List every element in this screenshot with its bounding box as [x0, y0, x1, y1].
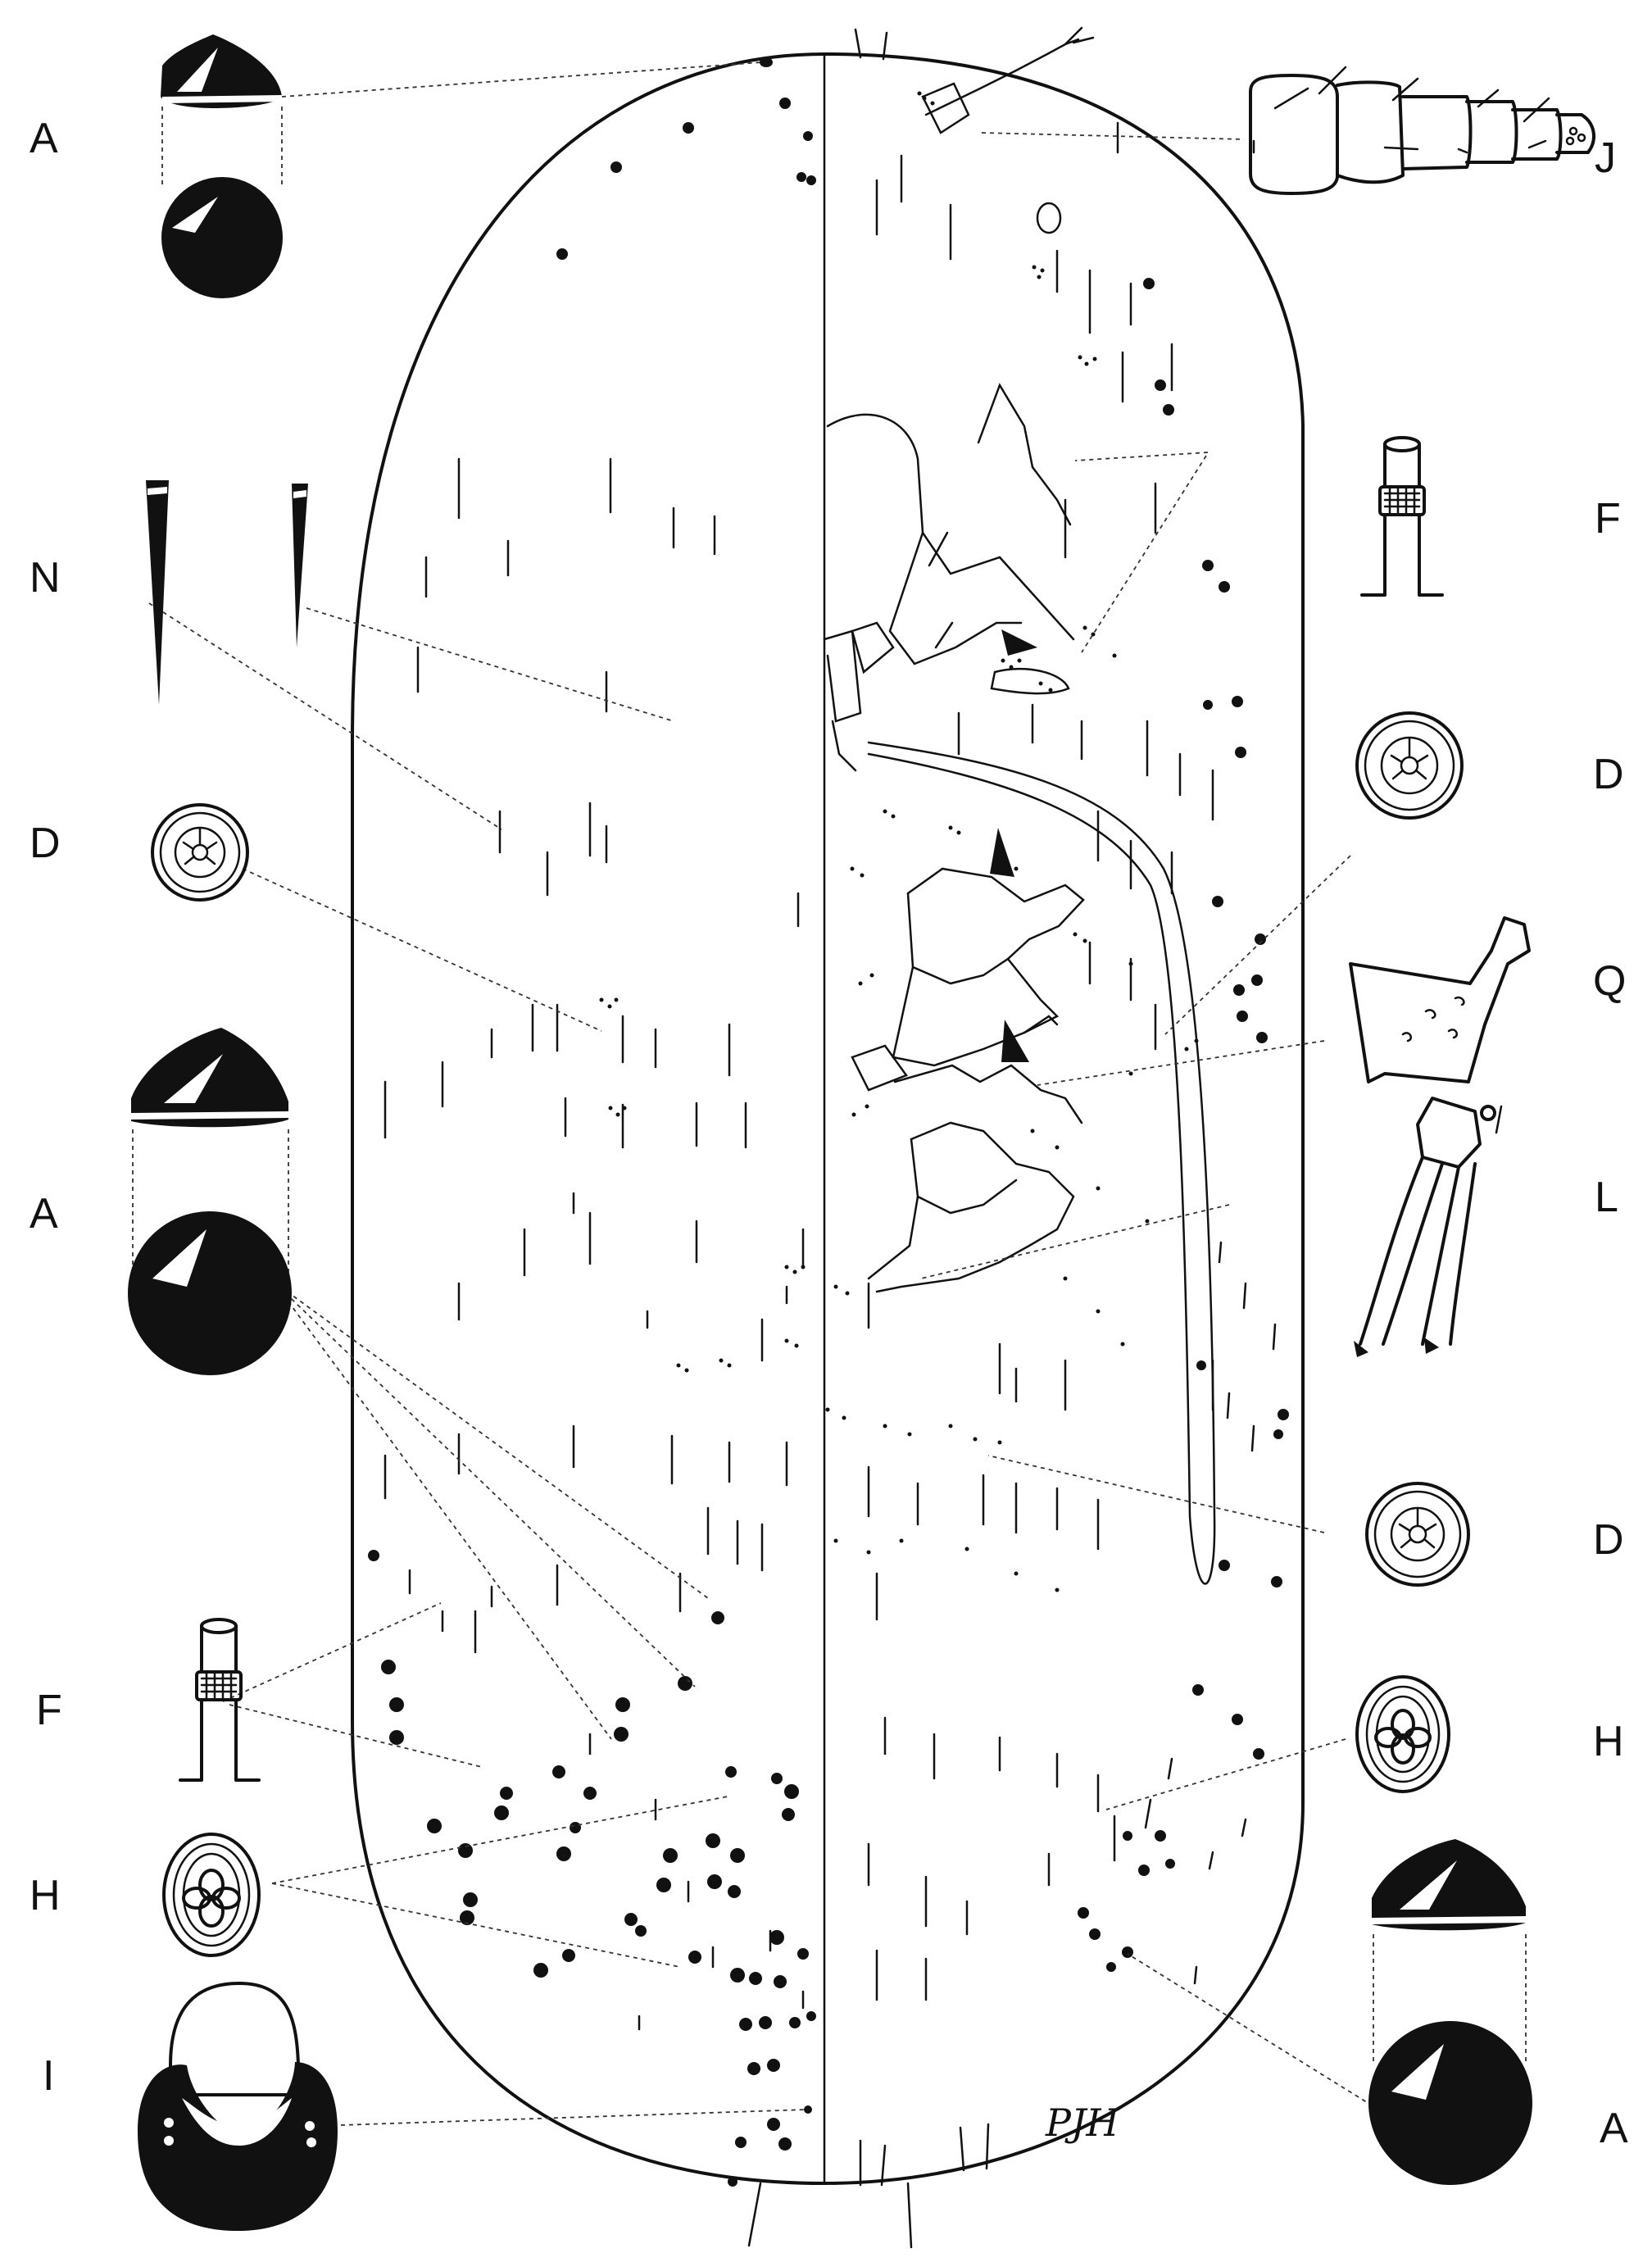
detail-a-middle-left [128, 1028, 292, 1375]
detail-a-bottom-right [1368, 1839, 1532, 2185]
detail-i-anal-ring [138, 1982, 338, 2231]
panel-labels: A N D A F H I J F D Q L D H A PJH [30, 115, 1628, 2152]
detail-d-right-upper [1355, 711, 1464, 820]
label-d-left: D [30, 820, 61, 867]
leader-lines [148, 61, 1387, 2127]
detail-j-antenna [1249, 66, 1595, 195]
label-q: Q [1593, 957, 1626, 1005]
detail-d-left [151, 803, 249, 902]
detail-f-left [179, 1618, 261, 1782]
label-a-top-left: A [30, 115, 58, 162]
label-f-right: F [1595, 495, 1621, 543]
detail-h-left [162, 1833, 261, 1957]
label-a-middle-left: A [30, 1190, 58, 1238]
detail-d-right-lower [1365, 1482, 1470, 1587]
label-d-right-lower: D [1593, 1516, 1624, 1564]
detail-f-right [1360, 436, 1444, 597]
label-n: N [30, 554, 61, 602]
label-h-left: H [30, 1872, 61, 1919]
detail-q-plate [1349, 916, 1531, 1083]
detail-h-right [1355, 1675, 1450, 1793]
label-i: I [43, 2052, 54, 2100]
body-marks [368, 57, 1289, 2187]
label-f-left: F [36, 1687, 62, 1734]
label-a-bottom-right: A [1600, 2105, 1628, 2152]
detail-n-setae [146, 480, 308, 705]
detail-a-top-left [161, 34, 283, 298]
label-h-right: H [1593, 1718, 1624, 1765]
detail-l-claw [1354, 1097, 1503, 1357]
label-j: J [1595, 134, 1616, 182]
label-d-right-upper: D [1593, 751, 1624, 798]
body-outline [351, 28, 1305, 2249]
label-l: L [1595, 1174, 1618, 1221]
ventral-structures [823, 26, 1216, 1585]
